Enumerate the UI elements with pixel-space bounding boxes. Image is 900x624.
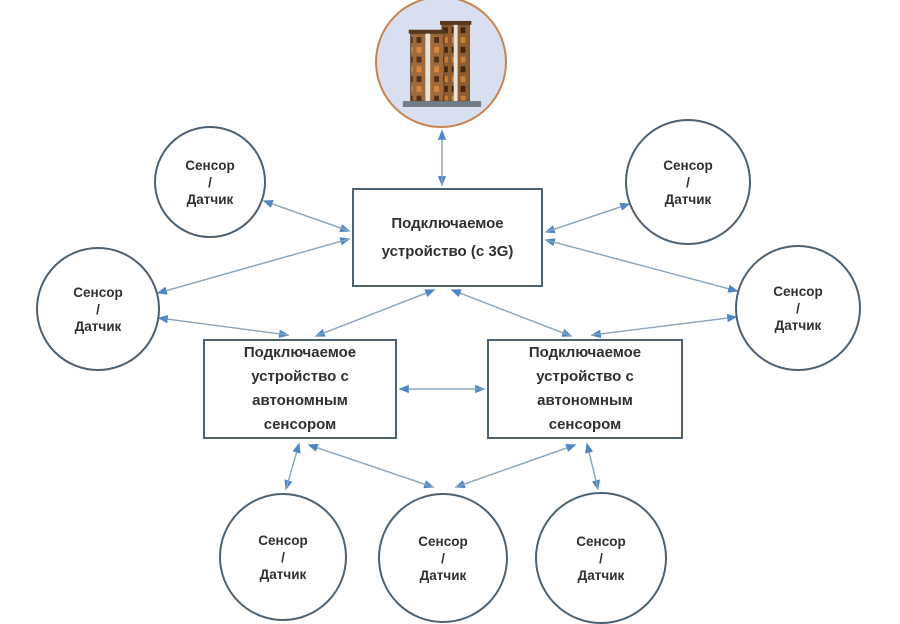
connector-leftbox-botcenter <box>307 443 435 489</box>
building-node <box>375 0 507 128</box>
connector-midright-central <box>544 238 739 293</box>
sensor-label-line2: / <box>686 174 690 190</box>
sensor-label-line2: / <box>599 550 603 566</box>
sensor-label-line3: Датчик <box>74 318 122 334</box>
central-device-label-line2: устройство (с 3G) <box>381 242 514 260</box>
sensor-label-line2: / <box>441 550 445 566</box>
diagram-canvas: { "diagram": { "central_device": { "line… <box>36 0 861 624</box>
sensor-label-line1: Сенсор <box>258 532 308 548</box>
connector-topright-central <box>544 202 631 234</box>
sensor-circle-mid-left: Сенсор / Датчик <box>36 247 160 371</box>
connector-midleft-leftbox <box>157 315 290 338</box>
right-device-label-line1: Подключаемое <box>528 344 642 361</box>
sensor-circle-bottom-left: Сенсор / Датчик <box>219 493 347 621</box>
right-device-label-line4: сенсором <box>548 416 622 433</box>
sensor-label-line2: / <box>796 300 800 316</box>
connector-topleft-central <box>262 200 351 232</box>
left-device-label-line4: сенсором <box>263 416 337 433</box>
right-device-box: Подключаемое устройство с автономным сен… <box>487 339 683 439</box>
apartment-building-icon <box>402 20 482 107</box>
sensor-circle-bottom-right: Сенсор / Датчик <box>535 492 667 624</box>
sensor-label-line1: Сенсор <box>663 157 713 173</box>
connector-rightbox-botcenter <box>454 444 577 488</box>
sensor-label-line3: Датчик <box>664 191 712 207</box>
central-device-box: Подключаемое устройство (с 3G) <box>352 188 543 287</box>
connector-rightbox-botright <box>585 442 600 491</box>
sensor-label-line2: / <box>281 549 285 565</box>
sensor-label-line1: Сенсор <box>576 533 626 549</box>
left-device-label-line2: устройство с <box>251 368 349 385</box>
left-device-label-line3: автономным <box>252 392 348 409</box>
right-device-label-line3: автономным <box>537 392 633 409</box>
sensor-label-line3: Датчик <box>577 567 625 583</box>
central-device-label-line1: Подключаемое <box>391 214 504 232</box>
sensor-label-line1: Сенсор <box>418 533 468 549</box>
sensor-circle-mid-right: Сенсор / Датчик <box>735 245 861 371</box>
connector-central-leftbox <box>314 289 436 337</box>
connector-midleft-central <box>156 237 351 295</box>
sensor-label-line2: / <box>96 301 100 317</box>
sensor-label-line1: Сенсор <box>185 157 235 173</box>
connector-leftbox-botleft <box>284 442 301 491</box>
sensor-label-line2: / <box>208 174 212 190</box>
sensor-circle-top-left: Сенсор / Датчик <box>154 126 266 238</box>
sensor-label-line3: Датчик <box>186 191 234 207</box>
sensor-label-line3: Датчик <box>259 566 307 582</box>
sensor-label-line3: Датчик <box>419 567 467 583</box>
sensor-circle-bottom-center: Сенсор / Датчик <box>378 493 508 623</box>
left-device-box: Подключаемое устройство с автономным сен… <box>203 339 397 439</box>
connector-central-rightbox <box>450 289 573 337</box>
right-device-label-line2: устройство с <box>536 368 634 385</box>
sensor-label-line1: Сенсор <box>73 284 123 300</box>
sensor-label-line3: Датчик <box>774 317 822 333</box>
left-device-label-line1: Подключаемое <box>243 344 357 361</box>
sensor-label-line1: Сенсор <box>773 283 823 299</box>
connector-midright-rightbox <box>590 313 738 339</box>
sensor-circle-top-right: Сенсор / Датчик <box>625 119 751 245</box>
